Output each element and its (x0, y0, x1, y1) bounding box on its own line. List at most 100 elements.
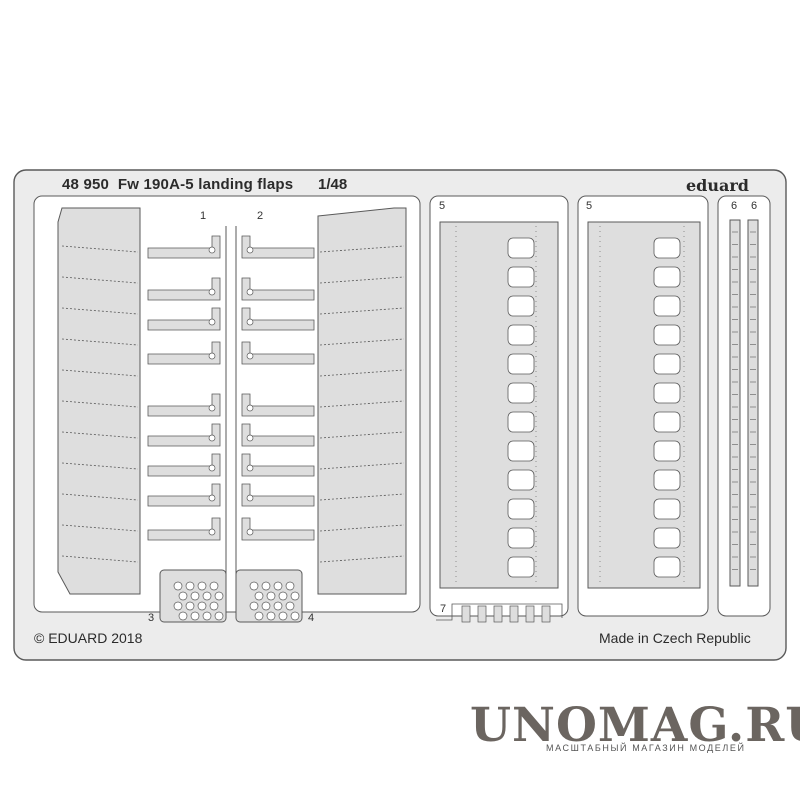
flap-rib (61, 338, 139, 346)
hinge-parts (147, 235, 315, 541)
part-number-5a: 5 (439, 200, 446, 212)
plate-hole (266, 591, 276, 601)
strip-part-5-cells (455, 226, 685, 584)
strip-cell (507, 295, 535, 317)
flap-rib (61, 524, 139, 532)
hinge-hole (246, 318, 254, 326)
flap-right (317, 207, 407, 595)
plate-hole (202, 591, 212, 601)
cutout-right (717, 195, 771, 617)
strip-cell (653, 324, 681, 346)
plate-hole (266, 611, 276, 621)
strip-cell (507, 353, 535, 375)
strip-cell (507, 237, 535, 259)
strip-part-6-details (732, 231, 756, 570)
watermark-logo: UNOMAG.RU (470, 698, 800, 753)
flap-left (57, 207, 141, 595)
plate-hole (285, 581, 295, 591)
part-number-5b: 5 (586, 200, 593, 212)
hinge-hole (208, 246, 216, 254)
strip-cell (653, 498, 681, 520)
flap-rib (61, 555, 139, 563)
plate-hole (178, 611, 188, 621)
hinge-hole (208, 494, 216, 502)
plate-hole (185, 581, 195, 591)
hinge-hole (246, 494, 254, 502)
strip-cell (507, 498, 535, 520)
plate-hole (202, 611, 212, 621)
hinge-hole (246, 246, 254, 254)
flap-left-ribs (61, 245, 139, 563)
plate-hole (214, 611, 224, 621)
plate-hole (290, 611, 300, 621)
flap-rib (61, 462, 139, 470)
plate-hole (261, 601, 271, 611)
hinge-hole (208, 318, 216, 326)
copyright-text: © EDUARD 2018 (34, 630, 143, 646)
strip-cell (507, 266, 535, 288)
small-parts-7 (436, 603, 563, 623)
strip-cell (653, 527, 681, 549)
strip-cell (653, 411, 681, 433)
watermark-tagline: МАСШТАБНЫЙ МАГАЗИН МОДЕЛЕЙ (546, 743, 746, 753)
strip-part-5b (587, 221, 701, 589)
strip-part-5a (439, 221, 559, 589)
plate-hole (197, 601, 207, 611)
plate-hole (190, 591, 200, 601)
strip-cell (653, 440, 681, 462)
small-part (525, 605, 535, 623)
flap-rib (61, 245, 139, 253)
flap-rib (61, 276, 139, 284)
plate-hole (197, 581, 207, 591)
flap-rib (61, 400, 139, 408)
hinge-hole (246, 528, 254, 536)
plate-hole (214, 591, 224, 601)
plate-holes (173, 581, 300, 621)
strip-cell (653, 556, 681, 578)
hinge-hole (246, 434, 254, 442)
hinge-hole (208, 288, 216, 296)
strip-cell (653, 295, 681, 317)
small-part (477, 605, 487, 623)
strip-cell (653, 469, 681, 491)
plate-hole (290, 591, 300, 601)
plate-hole (278, 591, 288, 601)
hinge-hole (208, 352, 216, 360)
plate-hole (209, 581, 219, 591)
part-number-6a: 6 (731, 200, 738, 212)
plate-hole (178, 591, 188, 601)
hinge-hole (246, 464, 254, 472)
strip-cell (507, 411, 535, 433)
strip-cell (507, 556, 535, 578)
plate-hole (185, 601, 195, 611)
part-number-2: 2 (257, 210, 264, 222)
brand-logo: eduard (686, 176, 749, 195)
part-number-4: 4 (308, 612, 315, 624)
flap-rib (61, 431, 139, 439)
strip-part-6a (729, 219, 741, 587)
small-parts-sprue (436, 603, 563, 621)
hinge-hole (246, 352, 254, 360)
small-part (541, 605, 551, 623)
strip-cell (507, 382, 535, 404)
plate-hole (285, 601, 295, 611)
strip-cell (653, 382, 681, 404)
plate-hole (278, 611, 288, 621)
hinge-hole (208, 434, 216, 442)
small-part (493, 605, 503, 623)
strip-cell (653, 237, 681, 259)
plate-hole (273, 581, 283, 591)
strip-part-6b (747, 219, 759, 587)
fret-title: 48 950 Fw 190A-5 landing flaps (62, 176, 293, 193)
plate-hole (261, 581, 271, 591)
plate-hole (249, 581, 259, 591)
strip-cell (507, 324, 535, 346)
hinge-hole (246, 288, 254, 296)
plate-hole (190, 611, 200, 621)
plate-hole (173, 601, 183, 611)
part-number-3: 3 (148, 612, 155, 624)
strip-cell (653, 266, 681, 288)
part-number-1: 1 (200, 210, 207, 222)
plate-hole (254, 611, 264, 621)
